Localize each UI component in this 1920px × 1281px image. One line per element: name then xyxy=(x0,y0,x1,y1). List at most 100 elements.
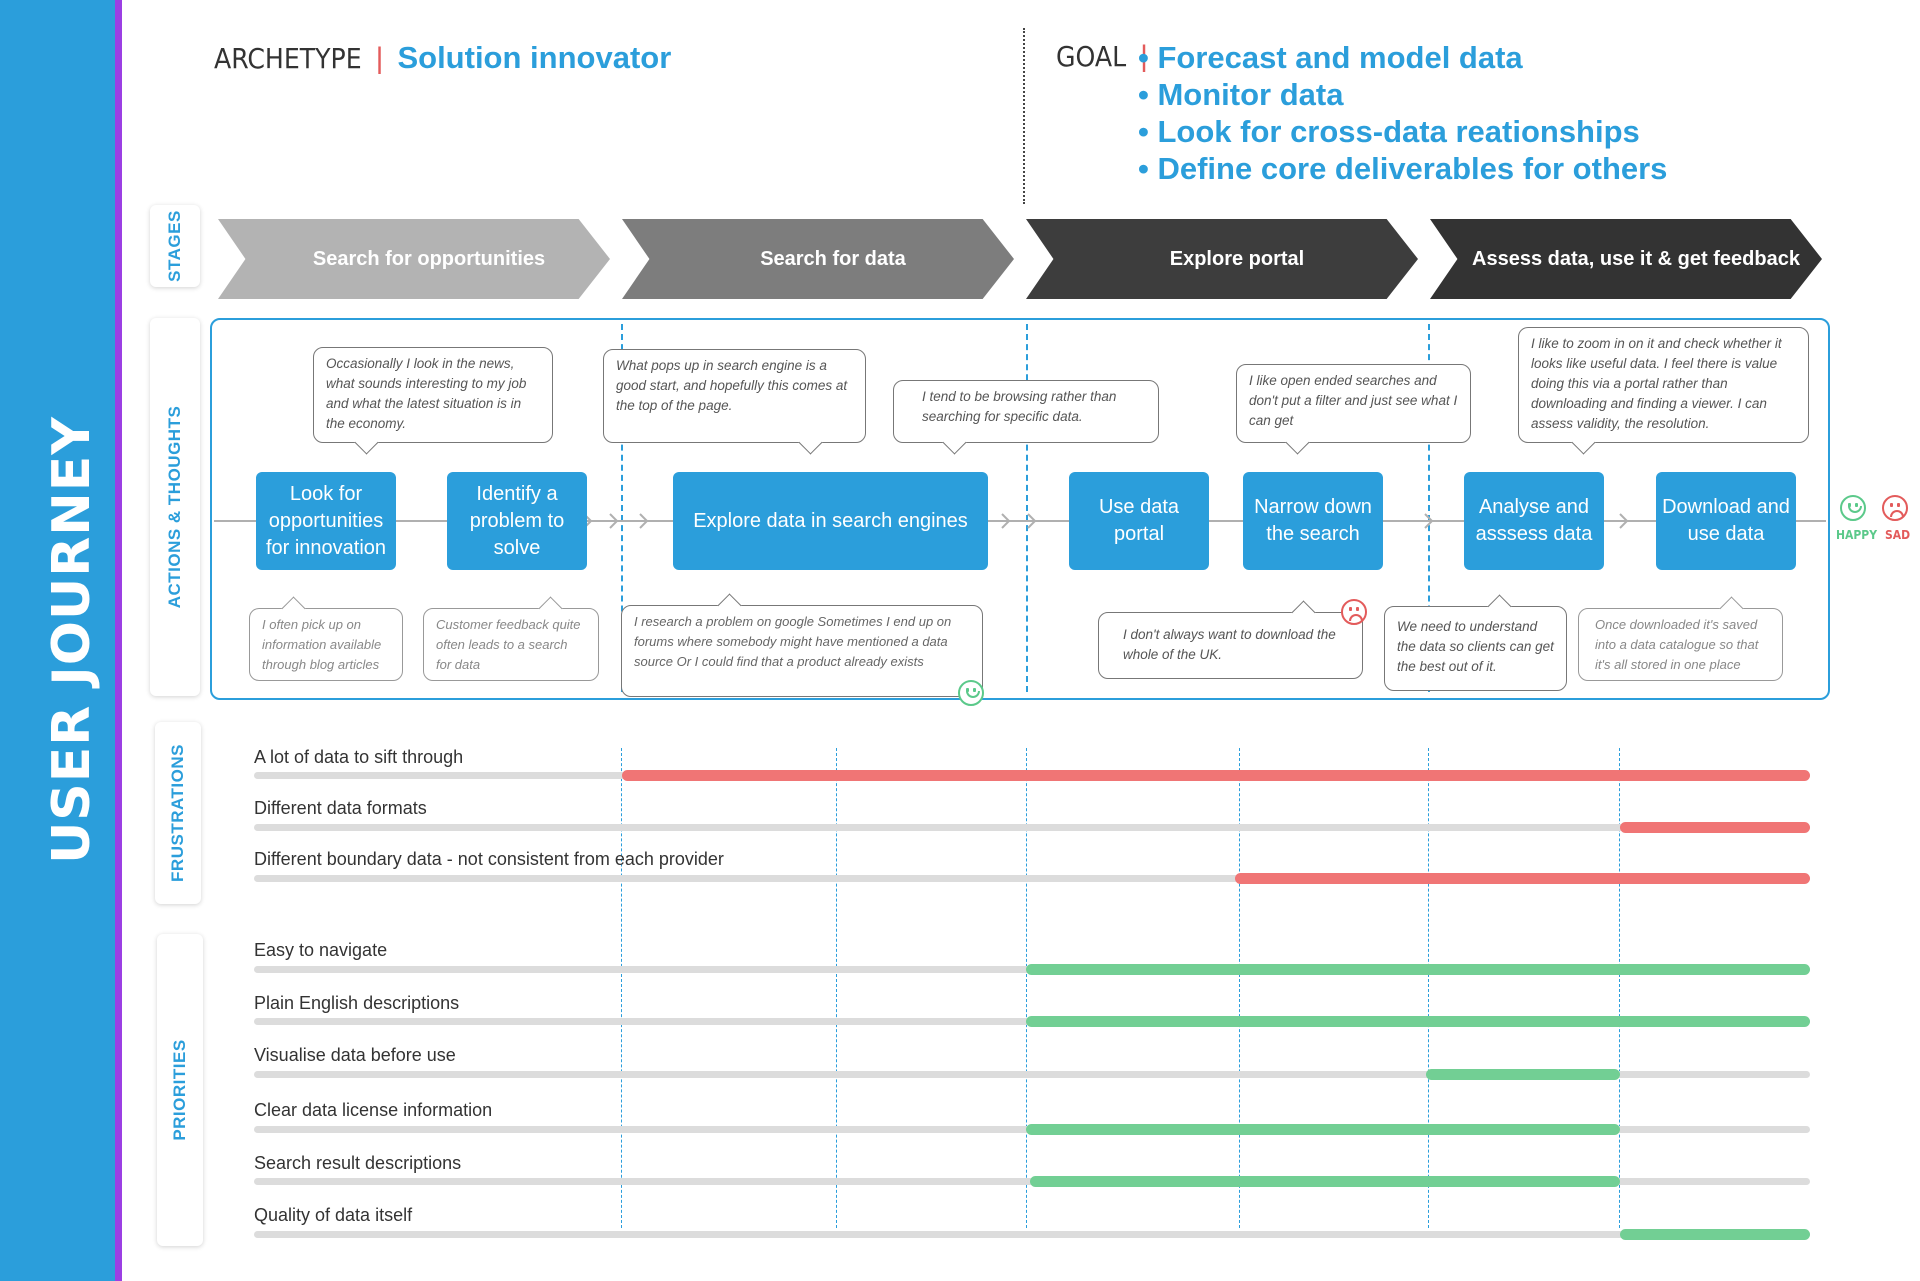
frustration-label: A lot of data to sift through xyxy=(254,747,464,767)
happy-face-icon xyxy=(958,680,984,706)
priority-track xyxy=(254,1069,1810,1080)
priority-track xyxy=(254,1176,1810,1187)
frustration-track xyxy=(254,822,1810,833)
priorities-section-card: PRIORITIES xyxy=(157,934,203,1246)
thought-bubble: I research a problem on google Sometimes… xyxy=(621,593,983,697)
frustrations-section-label: FRUSTRATIONS xyxy=(168,744,187,882)
track-gridline xyxy=(1239,748,1240,1228)
track-gridline xyxy=(1619,748,1620,1228)
priority-bar xyxy=(1620,1229,1810,1240)
sad-face-icon xyxy=(1341,599,1367,625)
stage-divider xyxy=(1428,324,1430,692)
thought-text: I research a problem on google Sometimes… xyxy=(634,614,952,669)
thought-bubble: Occasionally I look in the news, what so… xyxy=(313,347,553,455)
action-box: Explore data in search engines xyxy=(673,472,988,570)
frustration-bar xyxy=(1235,873,1810,884)
thought-bubble: I like to zoom in on it and check whethe… xyxy=(1518,327,1809,455)
track-gridline xyxy=(621,748,622,1228)
priority-track xyxy=(254,1016,1810,1027)
goal-item: Monitor data xyxy=(1138,76,1667,113)
rail-accent-stripe xyxy=(115,0,122,1281)
stage-label: Search for data xyxy=(760,248,906,270)
thought-bubble: We need to understand the data so client… xyxy=(1384,594,1567,691)
stage-chevron: Explore portal xyxy=(1026,219,1418,299)
track-gridline xyxy=(1026,748,1027,1228)
thought-text: What pops up in search engine is a good … xyxy=(616,358,848,413)
track-gridline xyxy=(836,748,837,1228)
stage-divider xyxy=(1026,324,1028,692)
priority-bar xyxy=(1426,1069,1620,1080)
stage-label: Assess data, use it & get feedback xyxy=(1472,248,1800,270)
stage-chevron: Search for data xyxy=(622,219,1014,299)
archetype-value: Solution innovator xyxy=(397,40,672,75)
thought-text: We need to understand the data so client… xyxy=(1397,619,1554,674)
sad-face-icon xyxy=(1882,495,1908,521)
goal-header: GOAL | xyxy=(1056,40,1148,74)
thought-text: I don't always want to download the whol… xyxy=(1123,627,1336,662)
actions-section-label: ACTIONS & THOUGHTS xyxy=(165,405,184,609)
stage-label: Explore portal xyxy=(1169,248,1305,270)
priority-label: Clear data license information xyxy=(254,1100,493,1120)
priority-bar xyxy=(1026,1124,1620,1135)
archetype-header: ARCHETYPE | Solution innovator xyxy=(214,40,671,76)
thought-bubble: Customer feedback quite often leads to a… xyxy=(423,596,599,681)
thought-text: Once downloaded it's saved into a data c… xyxy=(1595,617,1759,672)
track-gridline xyxy=(1428,748,1429,1228)
thought-text: Customer feedback quite often leads to a… xyxy=(436,617,581,672)
priority-label: Easy to navigate xyxy=(254,940,388,960)
actions-frame xyxy=(210,318,1830,700)
priority-bar xyxy=(1026,964,1810,975)
stage-chevron: Search for opportunities xyxy=(218,219,610,299)
rail-title: USER JOURNEY xyxy=(42,416,102,864)
goal-item: Define core deliverables for others xyxy=(1138,150,1667,187)
stage-chevron: Assess data, use it & get feedback xyxy=(1430,219,1822,299)
actions-section-card: ACTIONS & THOUGHTS xyxy=(150,318,200,696)
thought-text: I like open ended searches and don't put… xyxy=(1249,373,1458,428)
action-box: Use data portal xyxy=(1069,472,1209,570)
priority-label: Quality of data itself xyxy=(254,1205,413,1225)
stage-divider xyxy=(621,324,623,692)
thought-bubble: Once downloaded it's saved into a data c… xyxy=(1578,596,1783,681)
thought-text: I tend to be browsing rather than search… xyxy=(922,389,1117,424)
happy-face-icon xyxy=(1840,495,1866,521)
priority-track xyxy=(254,1124,1810,1135)
goal-item: Look for cross-data reationships xyxy=(1138,113,1667,150)
stage-label: Search for opportunities xyxy=(312,248,546,270)
priority-label: Search result descriptions xyxy=(254,1153,462,1173)
thought-bubble: I tend to be browsing rather than search… xyxy=(893,380,1159,455)
archetype-key: ARCHETYPE xyxy=(214,42,362,75)
action-box: Look for opportunities for innovation xyxy=(256,472,396,570)
frustrations-section-card: FRUSTRATIONS xyxy=(155,722,201,904)
priority-bar xyxy=(1030,1176,1620,1187)
thought-bubble: I often pick up on information available… xyxy=(249,596,403,681)
archetype-separator: | xyxy=(375,42,384,75)
stages-section-label: STAGES xyxy=(165,210,184,282)
priority-bar xyxy=(1026,1016,1810,1027)
priority-label: Plain English descriptions xyxy=(254,993,460,1013)
header-divider xyxy=(1023,28,1025,204)
action-box: Download and use data xyxy=(1656,472,1796,570)
priorities-section-label: PRIORITIES xyxy=(170,1039,189,1141)
legend-happy-label: HAPPY xyxy=(1836,528,1878,542)
action-box: Analyse and asssess data xyxy=(1464,472,1604,570)
action-box: Narrow down the search xyxy=(1243,472,1383,570)
thought-text: Occasionally I look in the news, what so… xyxy=(326,356,527,431)
goal-list: Forecast and model data Monitor data Loo… xyxy=(1138,39,1667,187)
left-rail xyxy=(0,0,115,1281)
frustration-bar xyxy=(622,770,1810,781)
frustration-label: Different boundary data - not consistent… xyxy=(254,849,724,869)
thought-bubble: I like open ended searches and don't put… xyxy=(1236,364,1471,455)
stages-section-card: STAGES xyxy=(150,205,200,287)
frustration-bar xyxy=(1620,822,1810,833)
thought-text: I often pick up on information available… xyxy=(262,617,382,672)
goal-key: GOAL xyxy=(1056,40,1127,73)
priority-label: Visualise data before use xyxy=(254,1045,456,1065)
frustration-label: Different data formats xyxy=(254,798,427,818)
goal-item: Forecast and model data xyxy=(1138,39,1667,76)
frustration-track xyxy=(254,873,1810,884)
thought-bubble: I don't always want to download the whol… xyxy=(1098,600,1363,679)
action-box: Identify a problem to solve xyxy=(447,472,587,570)
thought-text: I like to zoom in on it and check whethe… xyxy=(1531,336,1782,431)
priority-track xyxy=(254,964,1810,975)
legend-sad-label: SAD xyxy=(1885,528,1911,542)
